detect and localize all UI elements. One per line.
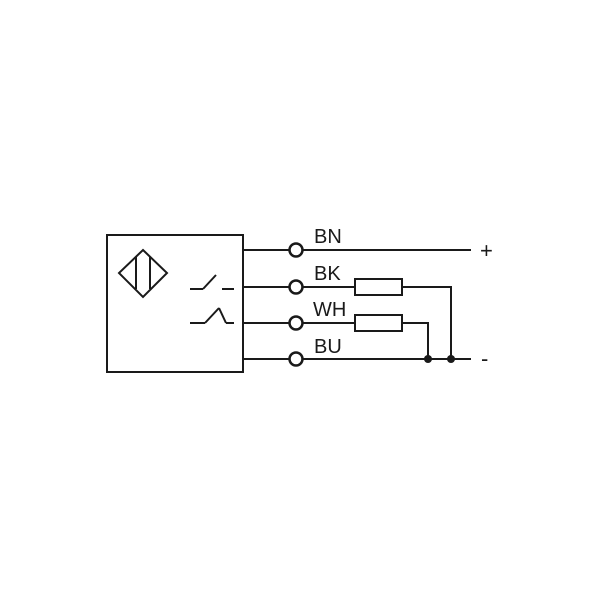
wire-bk: BK (243, 263, 452, 359)
sensor-housing (106, 234, 244, 373)
wire-bu: BU - (243, 336, 488, 371)
no-switch-icon (190, 274, 234, 290)
terminal-bu (288, 351, 304, 367)
junction-node-wh (424, 355, 432, 363)
load-resistor-bk (354, 278, 403, 296)
terminal-bk (288, 279, 304, 295)
inductive-sensor-icon (117, 248, 169, 299)
terminal-bn (288, 242, 304, 258)
wire-bn: BN + (243, 226, 493, 263)
wire-label-bu: BU (314, 336, 342, 358)
wire-label-bn: BN (314, 226, 342, 248)
negative-terminal-sign: - (481, 346, 488, 371)
wire-label-wh: WH (313, 299, 346, 321)
junction-node-bk (447, 355, 455, 363)
positive-terminal-sign: + (480, 238, 493, 263)
nc-switch-icon (190, 307, 234, 324)
terminal-wh (288, 315, 304, 331)
wire-wh: WH (243, 299, 429, 359)
wire-label-bk: BK (314, 263, 341, 285)
load-resistor-wh (354, 314, 403, 332)
